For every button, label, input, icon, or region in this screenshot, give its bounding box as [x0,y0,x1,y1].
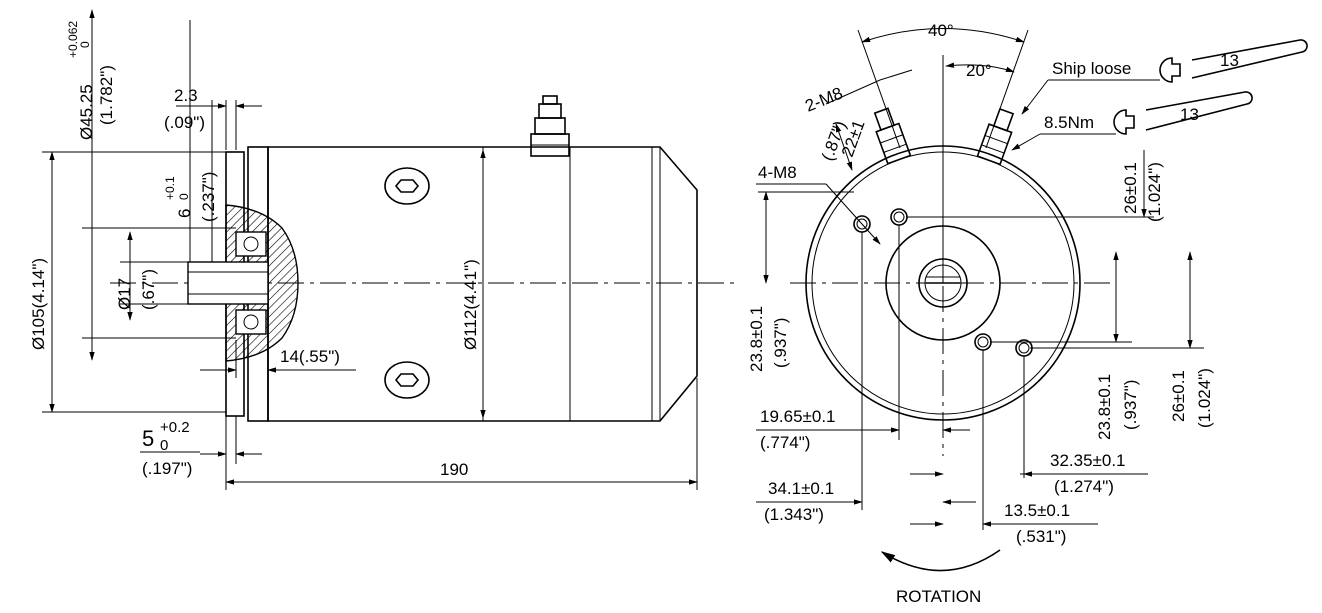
flange-diameter-label: Ø105(4.14") [29,258,48,350]
torque-label: 8.5Nm [1044,113,1094,132]
mount-holes-label: 4-M8 [758,163,797,182]
key-width-label: 6 [175,209,194,218]
bearing-upper [235,231,267,257]
h-offset-1-label: 19.65±0.1 [760,407,836,426]
v-left-offset-inch-label: (.937") [771,318,790,368]
wrench-size-2-label: 13 [1180,105,1199,124]
h-offset-1-inch-label: (.774") [760,433,810,452]
rotation-arrow-icon [880,549,1001,572]
v-right-offset-label: 26±0.1 [1169,370,1188,422]
cover-screw-upper [384,167,430,205]
shaft-length-label: 14(.55") [280,347,340,366]
mount-hole-3 [974,333,992,351]
ship-loose-label: Ship loose [1052,59,1131,78]
wrench-size-1-label: 13 [1220,51,1239,70]
pilot-depth-inch-label: (.197") [142,459,192,478]
key-width-tol-lower: 0 [177,193,191,200]
mount-hole-2 [890,208,908,226]
h-offset-4-label: 13.5±0.1 [1004,501,1070,520]
key-width-tol-upper: +0.1 [163,176,177,200]
h-offset-3-label: 34.1±0.1 [768,479,834,498]
pilot-diameter-tol-upper: +0.062 [66,21,80,58]
h-offset-3-inch-label: (1.343") [764,505,824,524]
flange-thickness-inch-label: (.09") [164,113,205,132]
pilot-diameter-tol-lower: 0 [78,41,92,48]
shaft-diameter-label: Ø17 [115,278,134,310]
v-mid-offset-inch-label: (.937") [1121,380,1140,430]
end-view: 40° 20° 2-M8 22±1 (.87") 13 13 Ship loos… [747,21,1308,606]
angle-total-label: 40° [928,21,954,40]
pilot-depth-label: 5 [142,426,154,451]
motor-shaft [187,261,269,305]
v-mid-offset-label: 23.8±0.1 [1095,374,1114,440]
wrench-icon-ship-loose [1159,39,1308,83]
terminal-stud-left [873,107,912,165]
h-offset-2-label: 32.35±0.1 [1050,451,1126,470]
flange-thickness-label: 2.3 [174,86,198,105]
pilot-depth-tol-upper: +0.2 [160,419,190,436]
side-view: 190 2.3 (.09") Ø45.25 +0.062 0 (1.782") … [29,9,735,490]
v-right-offset-inch-label: (1.024") [1195,368,1214,428]
h-offset-2-inch-label: (1.274") [1054,477,1114,496]
key-width-inch-label: (.237") [199,172,218,222]
v-top-offset-inch-label: (1.024") [1145,162,1164,222]
angle-half-label: 20° [966,61,992,80]
overall-length-label: 190 [440,460,468,479]
rotation-label: ROTATION [896,587,981,606]
h-offset-4-inch-label: (.531") [1016,527,1066,546]
cover-screw-lower [384,361,430,399]
pilot-depth-tol-lower: 0 [160,437,168,454]
terminal-stud [530,95,570,157]
bearing-lower [235,309,267,335]
stud-thread-label: 2-M8 [802,84,845,116]
v-top-offset-label: 26±0.1 [1121,162,1140,214]
body-diameter-label: Ø112(4.41") [461,259,480,350]
v-left-offset-label: 23.8±0.1 [747,306,766,372]
wrench-icon-torque [1113,91,1253,135]
pilot-diameter-label: Ø45.25 [77,84,96,140]
pilot-diameter-inch-label: (1.782") [97,65,116,125]
shaft-diameter-inch-label: (.67") [139,269,158,310]
